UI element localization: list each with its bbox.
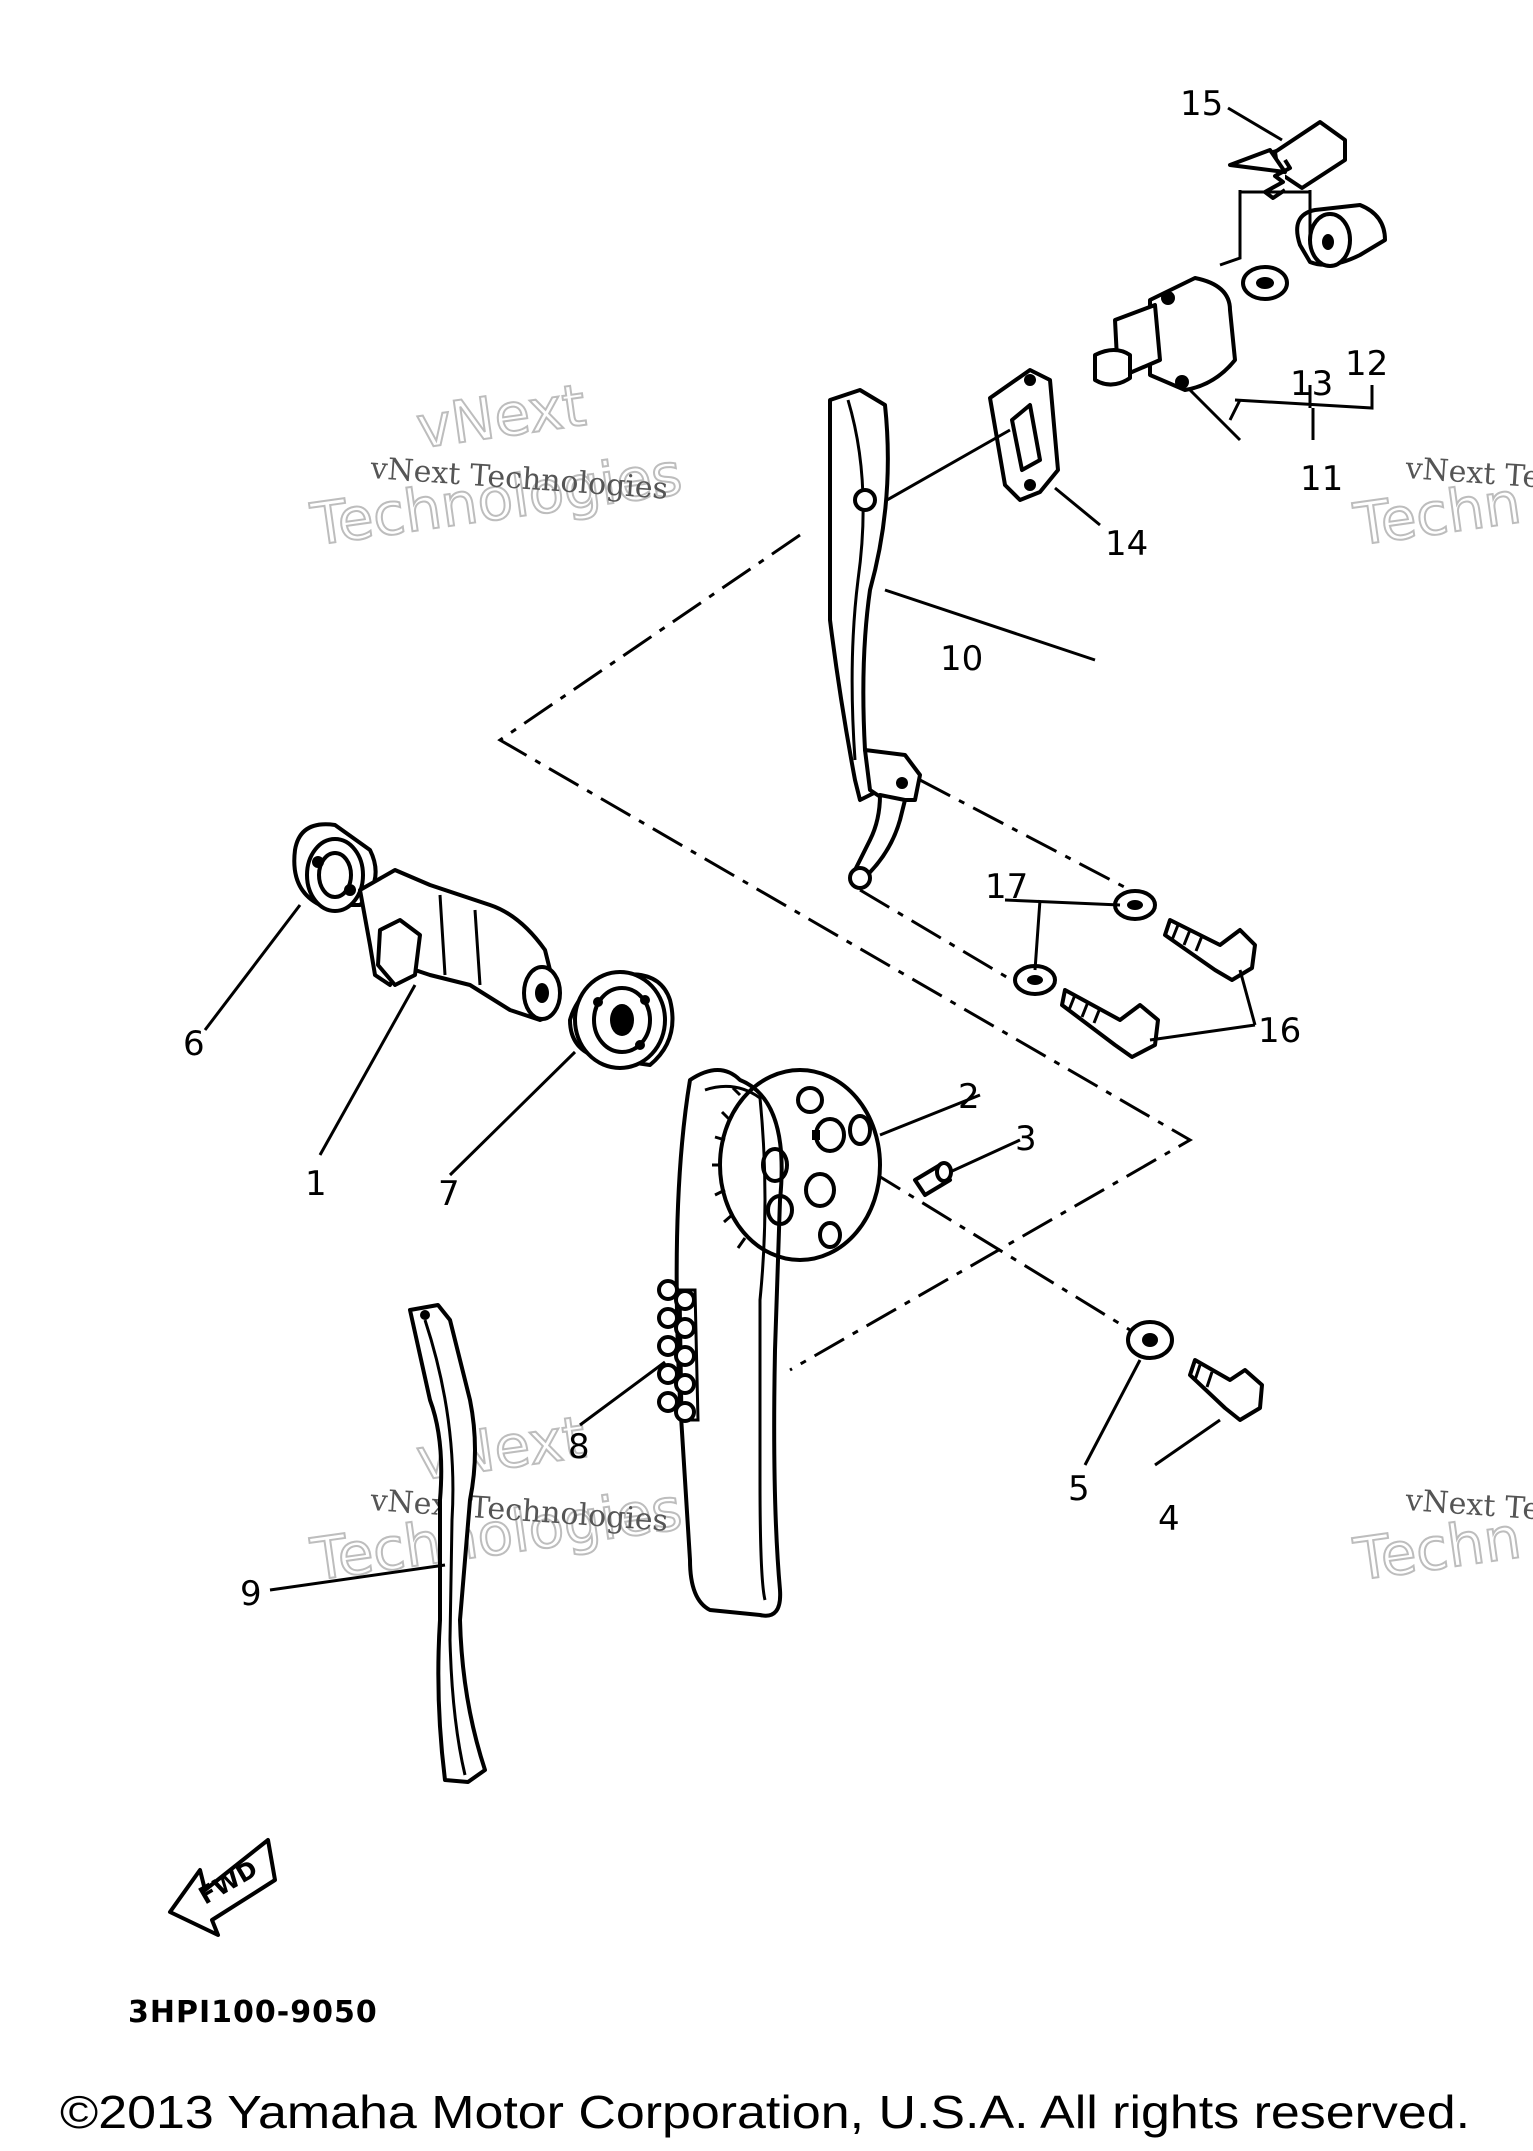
chain-guide-10 [827, 388, 1011, 890]
watermark-edge-big-2: Techn [1349, 1503, 1525, 1594]
bolt-axis-upper [919, 778, 1131, 892]
gasket-14 [988, 368, 1060, 502]
watermark-group-bottom: vNext Technologies vNext Technologies [305, 1402, 686, 1595]
leader-lines [203, 106, 1374, 1592]
watermark-edge-bottom: vNext Te Techn [1348, 1483, 1533, 1595]
copyright-notice: ©2013 Yamaha Motor Corporation, U.S.A. A… [60, 2086, 1470, 2138]
bolt-4 [1188, 1358, 1264, 1422]
diagram-code: 3HPI100-9050 [128, 1995, 378, 2030]
cam-chain-8 [657, 1068, 784, 1618]
callout-14: 14 [1105, 524, 1148, 564]
watermark-edge-big: Techn [1349, 468, 1525, 559]
bearing-7 [568, 970, 675, 1070]
fwd-arrow-icon: FWD [168, 1838, 277, 1937]
callout-13: 13 [1290, 364, 1333, 404]
callout-9: 9 [240, 1574, 262, 1614]
callout-15: 15 [1180, 84, 1223, 124]
camshaft-1 [358, 868, 562, 1022]
tensioner-11 [1093, 190, 1242, 392]
callout-12: 12 [1345, 344, 1388, 384]
pin-3 [913, 1161, 953, 1197]
washer-17b [1013, 964, 1057, 996]
callout-1: 1 [305, 1164, 327, 1204]
bolt-axis-lower [859, 888, 1021, 987]
bolt-15 [1228, 120, 1347, 200]
callout-10: 10 [940, 639, 983, 679]
callouts: 15 12 13 11 14 10 17 16 2 3 6 1 7 8 5 4 … [183, 84, 1388, 1614]
callout-16: 16 [1258, 1011, 1301, 1051]
callout-6: 6 [183, 1024, 205, 1064]
plug-12 [1295, 203, 1387, 268]
callout-8: 8 [568, 1427, 590, 1467]
watermark-big-top: vNext [412, 371, 589, 462]
chain-guide-9 [408, 1303, 487, 1784]
washer-5 [1126, 1320, 1174, 1360]
washer-17a [1113, 889, 1157, 921]
bolt-16a [1163, 918, 1257, 982]
assembly-reference-line [497, 533, 1193, 1372]
callout-5: 5 [1068, 1469, 1090, 1509]
watermark-edge-top: vNext Te Techn [1348, 451, 1533, 560]
callout-17: 17 [985, 867, 1028, 907]
bearing-6 [292, 822, 378, 913]
callout-11: 11 [1300, 459, 1343, 499]
callout-2: 2 [958, 1077, 980, 1117]
bolt-16b [1060, 988, 1160, 1059]
callout-3: 3 [1015, 1119, 1037, 1159]
watermark-group-top: vNext Technologies vNext Technologies [305, 370, 686, 560]
sprocket-2 [712, 1068, 882, 1262]
washer-13 [1241, 265, 1289, 301]
callout-7: 7 [438, 1174, 460, 1214]
callout-4: 4 [1158, 1499, 1180, 1539]
